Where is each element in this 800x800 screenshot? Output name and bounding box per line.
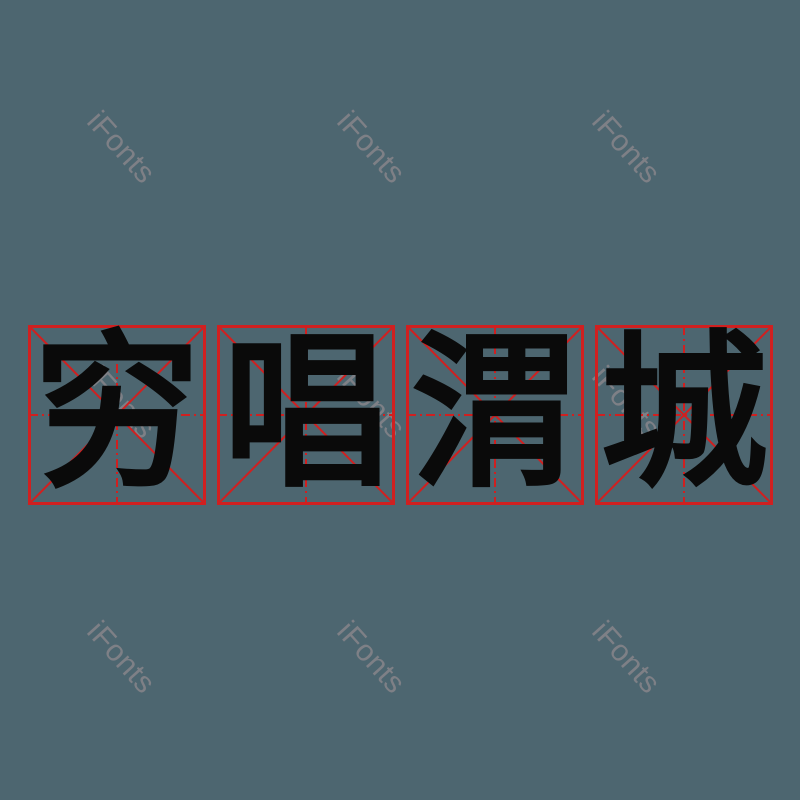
watermark-ifonts: iFonts (585, 615, 667, 701)
character-cell-4: 城 (595, 325, 773, 505)
character-glyph-1: 穷 (33, 315, 201, 511)
character-grid-row: 穷唱渭城 (28, 325, 773, 505)
character-cell-2: 唱 (217, 325, 395, 505)
character-glyph-3: 渭 (411, 315, 579, 511)
character-glyph-2: 唱 (222, 315, 390, 511)
character-cell-1: 穷 (28, 325, 206, 505)
character-glyph-4: 城 (600, 315, 768, 511)
watermark-ifonts: iFonts (585, 105, 667, 191)
character-cell-3: 渭 (406, 325, 584, 505)
watermark-ifonts: iFonts (330, 105, 412, 191)
watermark-ifonts: iFonts (80, 105, 162, 191)
watermark-ifonts: iFonts (330, 615, 412, 701)
watermark-ifonts: iFonts (80, 615, 162, 701)
